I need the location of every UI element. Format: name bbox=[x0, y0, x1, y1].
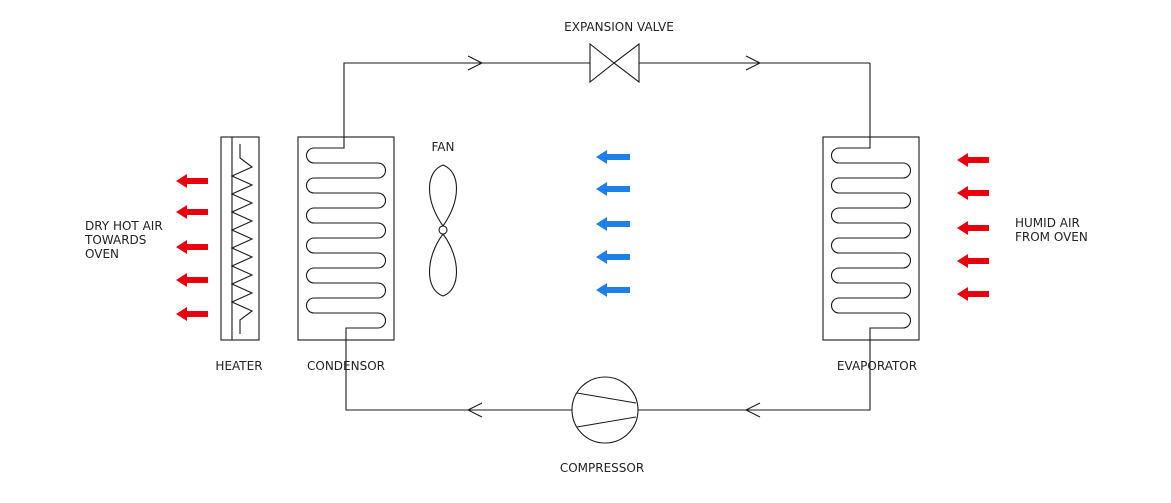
hot-air-arrow-shape bbox=[176, 205, 208, 219]
internal-air-arrows bbox=[596, 150, 630, 297]
internal-air-arrow-shape bbox=[596, 250, 630, 264]
internal-air-arrow-icon bbox=[596, 182, 630, 196]
heater bbox=[220, 136, 260, 341]
fan-blade-bottom bbox=[429, 233, 457, 297]
humid-air-arrow-icon bbox=[957, 221, 989, 235]
compressor-line-upper bbox=[576, 392, 637, 404]
fan-label: FAN bbox=[432, 140, 455, 154]
fan-blade-top bbox=[429, 164, 457, 227]
internal-air-arrow-icon bbox=[596, 250, 630, 264]
dry-hot-air-label-line: OVEN bbox=[85, 247, 119, 261]
refrigerant-loop bbox=[343, 55, 871, 418]
humid-air-arrow-icon bbox=[957, 287, 989, 301]
internal-air-arrow-shape bbox=[596, 217, 630, 231]
humid-air-label: HUMID AIR FROM OVEN bbox=[1015, 216, 1088, 244]
hot-air-arrow-shape bbox=[176, 174, 208, 188]
flow-arrow-bottom-right bbox=[744, 402, 761, 418]
humid-air-arrow-shape bbox=[957, 186, 989, 200]
humid-air-arrow-icon bbox=[957, 254, 989, 268]
flow-arrow-top-left bbox=[467, 55, 484, 71]
evaporator-coil bbox=[831, 137, 911, 340]
dry-hot-air-arrows bbox=[176, 174, 208, 321]
heater-coil-icon bbox=[230, 144, 254, 334]
condensor bbox=[297, 136, 395, 341]
internal-air-arrow-icon bbox=[596, 283, 630, 297]
humid-air-arrow-shape bbox=[957, 254, 989, 268]
expansion-valve-label: EXPANSION VALVE bbox=[564, 20, 674, 34]
pipe-compressor-to-condensor bbox=[345, 340, 572, 411]
hot-air-arrow-icon bbox=[176, 307, 208, 321]
hot-air-arrow-shape bbox=[176, 273, 208, 287]
heater-label: HEATER bbox=[215, 359, 262, 373]
condensor-label: CONDENSOR bbox=[307, 359, 385, 373]
fan-hub bbox=[438, 225, 448, 235]
pipe-evaporator-to-compressor bbox=[638, 340, 871, 411]
internal-air-arrow-icon bbox=[596, 150, 630, 164]
humid-air-label-line: FROM OVEN bbox=[1015, 230, 1088, 244]
internal-air-arrow-icon bbox=[596, 217, 630, 231]
dry-hot-air-label: DRY HOT AIR TOWARDS OVEN bbox=[84, 219, 166, 261]
internal-air-arrow-shape bbox=[596, 283, 630, 297]
internal-air-arrow-shape bbox=[596, 182, 630, 196]
evaporator-label: EVAPORATOR bbox=[837, 359, 917, 373]
humid-air-label-line: HUMID AIR bbox=[1015, 216, 1080, 230]
hot-air-arrow-shape bbox=[176, 307, 208, 321]
dry-hot-air-label-line: DRY HOT AIR bbox=[85, 219, 163, 233]
dry-hot-air-label-line: TOWARDS bbox=[84, 233, 146, 247]
humid-air-arrow-icon bbox=[957, 153, 989, 167]
compressor-icon bbox=[571, 376, 639, 444]
humid-air-arrow-shape bbox=[957, 287, 989, 301]
expansion-valve-icon bbox=[589, 42, 640, 84]
pipe-condensor-to-valve bbox=[343, 62, 590, 137]
compressor-label: COMPRESSOR bbox=[560, 461, 644, 475]
hot-air-arrow-icon bbox=[176, 205, 208, 219]
hot-air-arrow-icon bbox=[176, 240, 208, 254]
internal-air-arrow-shape bbox=[596, 150, 630, 164]
hot-air-arrow-icon bbox=[176, 174, 208, 188]
compressor-line-lower bbox=[576, 416, 637, 428]
flow-arrow-bottom-left bbox=[466, 402, 483, 418]
evaporator bbox=[822, 136, 920, 341]
compressor-body bbox=[571, 376, 639, 444]
heater-box bbox=[220, 136, 260, 341]
hot-air-arrow-shape bbox=[176, 240, 208, 254]
flow-arrow-top-right bbox=[745, 55, 762, 71]
humid-air-arrows bbox=[957, 153, 989, 301]
condensor-coil bbox=[306, 137, 386, 340]
humid-air-arrow-shape bbox=[957, 221, 989, 235]
fan-icon bbox=[429, 164, 457, 297]
humid-air-arrow-shape bbox=[957, 153, 989, 167]
hot-air-arrow-icon bbox=[176, 273, 208, 287]
humid-air-arrow-icon bbox=[957, 186, 989, 200]
evaporator-box bbox=[822, 136, 920, 341]
